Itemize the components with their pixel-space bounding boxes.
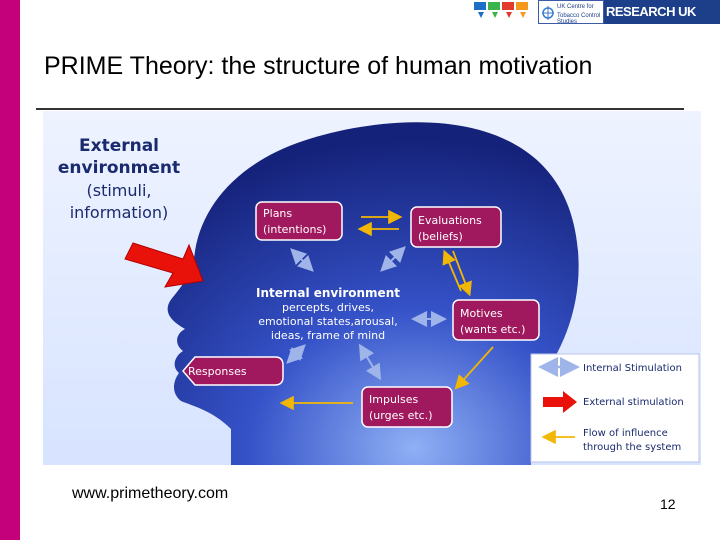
impulses-box — [361, 386, 453, 428]
logo-centre-line2: Tobacco Control Studies — [557, 13, 601, 25]
motives-sublabel: (wants etc.) — [460, 323, 525, 336]
external-env-line1: External — [79, 136, 159, 156]
evaluations-label: Evaluations — [418, 214, 482, 227]
evaluations-box — [410, 206, 502, 248]
prime-theory-diagram: External environment (stimuli, informati… — [43, 111, 701, 466]
external-env-line2: environment — [58, 158, 180, 178]
snowflake-icon — [542, 6, 554, 20]
impulses-label: Impulses — [369, 393, 418, 406]
internal-env-line3: ideas, frame of mind — [271, 329, 385, 342]
plans-box — [255, 201, 343, 241]
impulses-sublabel: (urges etc.) — [369, 409, 433, 422]
slide-title: PRIME Theory: the structure of human mot… — [44, 52, 593, 80]
external-environment-label: External environment (stimuli, informati… — [58, 136, 180, 222]
cubes-logo-icon — [474, 2, 528, 18]
internal-env-line1: percepts, drives, — [282, 301, 374, 314]
responses-label: Responses — [188, 365, 247, 378]
internal-arrow-evaluations — [380, 246, 406, 272]
internal-env-title: Internal environment — [256, 286, 400, 300]
partner-logo-research: RESEARCH UK — [604, 0, 720, 24]
partner-logo-centre: UK Centre for Tobacco Control Studies — [538, 0, 604, 25]
legend-flow-label-line1: Flow of influence — [583, 428, 668, 439]
responses-box — [182, 356, 284, 386]
internal-arrow-impulses — [358, 343, 382, 381]
motives-box — [452, 299, 540, 341]
title-divider — [36, 108, 684, 110]
external-stimulus-red-arrow — [124, 242, 204, 288]
motives-label: Motives — [460, 307, 503, 320]
internal-env-line2: emotional states,arousal, — [258, 315, 397, 328]
flow-arrow-motives-evaluations — [442, 249, 462, 292]
logo-research-text: RESEARCH UK — [606, 4, 696, 19]
legend-external-arrow-icon — [543, 391, 577, 413]
legend-internal-label: Internal Stimulation — [583, 363, 682, 374]
internal-arrow-responses — [286, 344, 306, 364]
partner-logo-cubes — [470, 0, 532, 22]
brand-sidebar-bar — [0, 0, 20, 540]
internal-arrow-plans — [290, 248, 314, 272]
plans-sublabel: (intentions) — [263, 223, 326, 236]
external-env-line3: (stimuli, — [87, 181, 152, 200]
flow-arrow-motives-impulses — [454, 346, 494, 390]
legend-external-label: External stimulation — [583, 397, 684, 408]
legend-flow-label-line2: through the system — [583, 442, 681, 453]
diagram-canvas: External environment (stimuli, informati… — [43, 111, 701, 466]
evaluations-sublabel: (beliefs) — [418, 230, 463, 243]
footer-url: www.primetheory.com — [72, 485, 229, 502]
external-env-line4: information) — [70, 203, 169, 222]
logo-centre-line1: UK Centre for — [557, 4, 594, 10]
plans-label: Plans — [263, 207, 292, 220]
diagram-legend: Internal Stimulation External stimulatio… — [530, 353, 700, 463]
page-number: 12 — [660, 496, 676, 512]
